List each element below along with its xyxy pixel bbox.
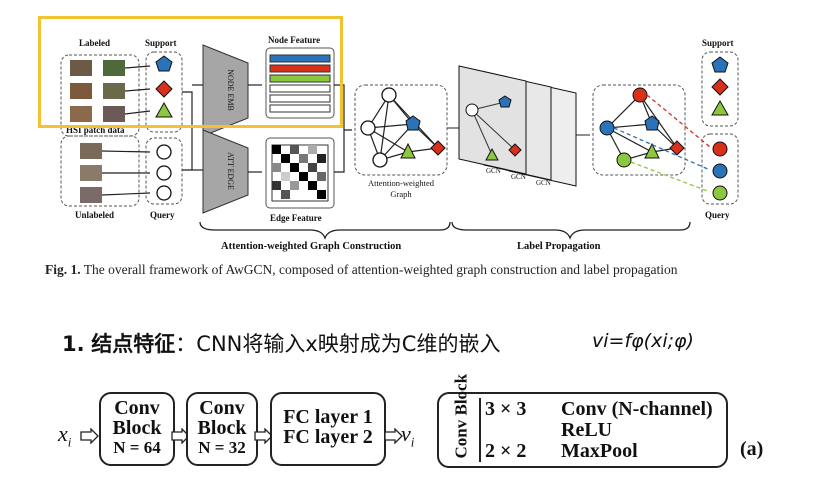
hsi-patches <box>70 60 125 203</box>
conv-block-side-label: Conv Block <box>451 373 471 459</box>
label-awg-2: Graph <box>390 189 412 199</box>
label-query: Query <box>150 210 175 220</box>
label-gcn-3: GCN <box>536 179 551 187</box>
node-emb-module <box>202 44 249 137</box>
conv-block-1: Conv Block N = 64 <box>99 392 175 466</box>
support-diamond-icon <box>155 80 173 98</box>
arrow-icon <box>254 428 273 444</box>
panel-label: (a) <box>740 438 764 460</box>
label-unlabeled: Unlabeled <box>75 210 114 220</box>
unlabeled-group-box <box>60 135 140 207</box>
label-awgc: Attention-weighted Graph Construction <box>221 241 401 252</box>
label-node-feature: Node Feature <box>268 35 320 45</box>
arrow-icon <box>384 428 403 444</box>
section-heading: 1. 结点特征：CNN将输入x映射成为C维的嵌入 <box>62 332 501 356</box>
input-x: xi <box>58 421 72 450</box>
conv-block-2: Conv Block N = 32 <box>186 392 258 466</box>
highlight-box <box>38 16 343 128</box>
label-edge-feature: Edge Feature <box>270 213 322 223</box>
edge-feature-matrix <box>271 144 329 202</box>
embedding-formula: vi=fφ(xi;φ) <box>592 330 694 352</box>
label-node-emb: NODE EMB <box>226 69 235 111</box>
label-labeled: Labeled <box>79 38 110 48</box>
gcn-stack <box>447 65 590 187</box>
label-query-right: Query <box>705 210 730 220</box>
framework-figure: Labeled Support HSI patch data Unlabeled… <box>60 35 739 252</box>
output-v: vi <box>401 421 415 450</box>
figure-caption: Fig. 1. The overall framework of AwGCN, … <box>45 262 678 277</box>
label-hsi: HSI patch data <box>66 125 125 135</box>
arrow-icon <box>171 428 190 444</box>
label-lp: Label Propagation <box>517 241 601 252</box>
fc-block: FC layer 1 FC layer 2 <box>270 392 386 466</box>
label-gcn-2: GCN <box>511 173 526 181</box>
arrow-icon <box>80 428 99 444</box>
label-gcn-1: GCN <box>486 167 501 175</box>
label-awg-1: Attention-weighted <box>368 178 435 188</box>
att-edge-module <box>202 129 249 214</box>
support-triangle-icon <box>155 101 173 118</box>
support-pentagon-icon <box>155 55 173 72</box>
label-support: Support <box>145 38 177 48</box>
label-att-edge: ATT EDGE <box>226 152 235 190</box>
node-feature-bars <box>269 54 331 113</box>
label-support-right: Support <box>702 38 734 48</box>
